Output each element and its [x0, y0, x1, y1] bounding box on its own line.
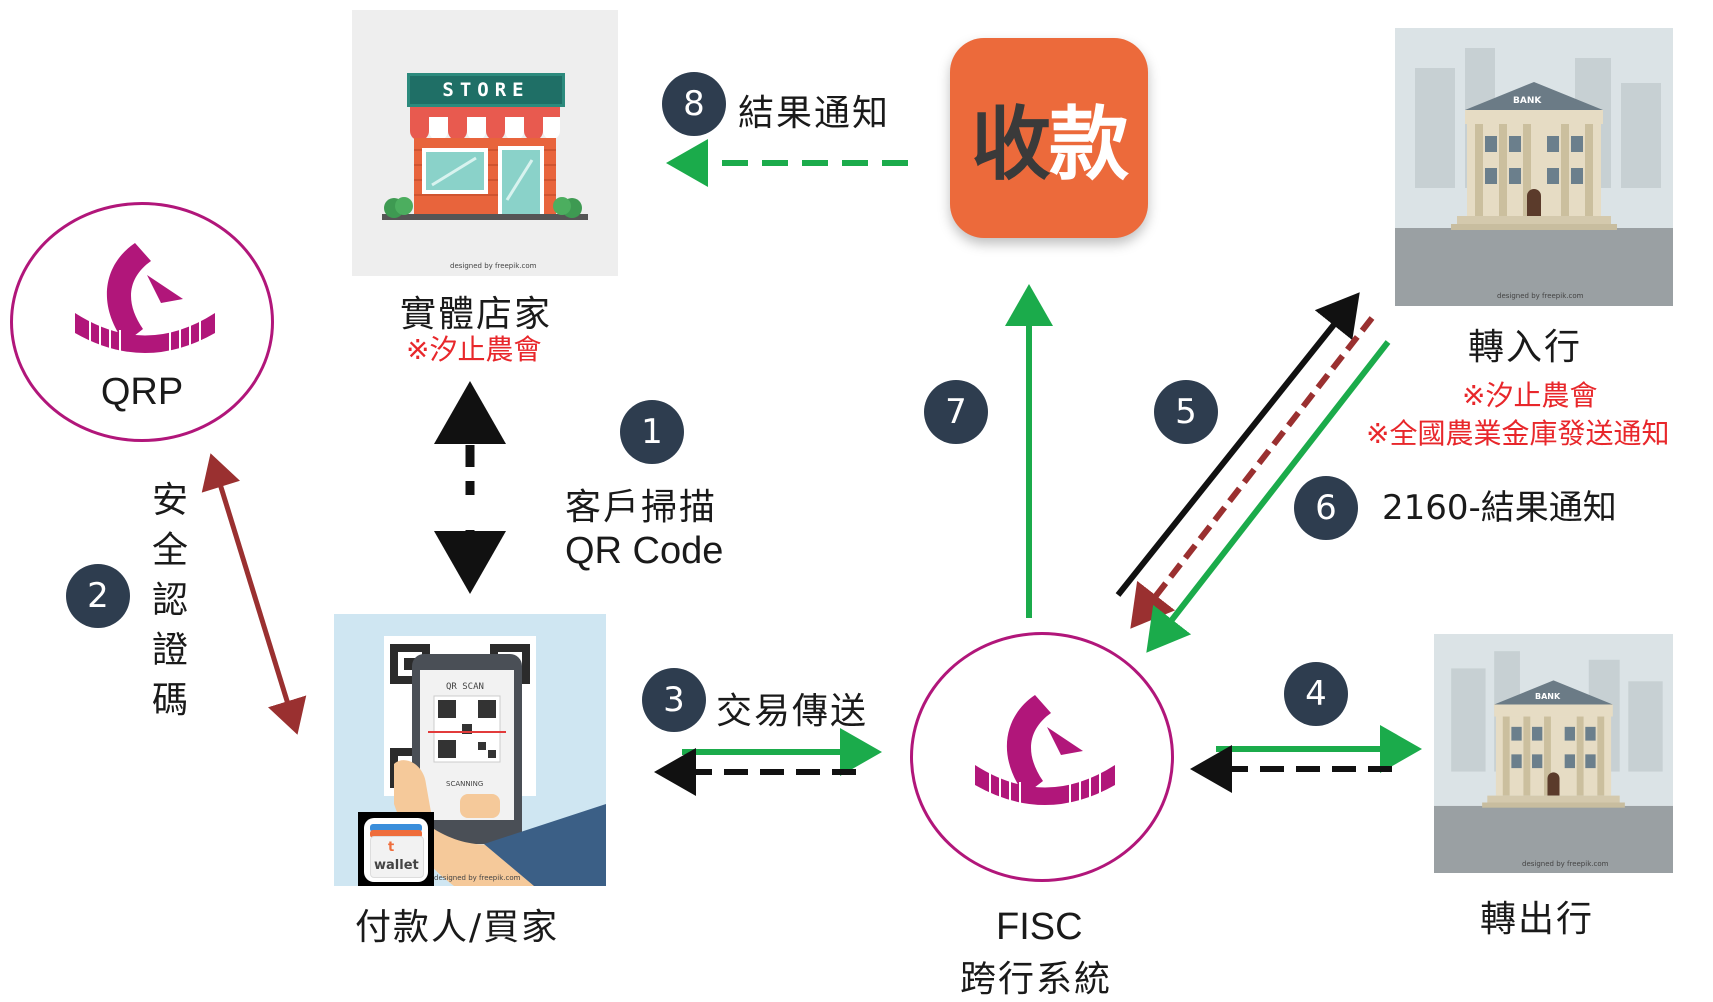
store-icon — [382, 73, 588, 220]
scanning-text: SCANNING — [446, 780, 484, 788]
bank-in-sign: BANK — [1513, 96, 1542, 106]
step-6-text: 2160-結果通知 — [1382, 488, 1617, 528]
bank-in-icon — [1395, 48, 1673, 306]
arrow-fisc-to-in-bank — [1115, 292, 1360, 597]
qrp-circle: QRP — [10, 202, 274, 442]
step-1-text2: QR Code — [565, 530, 724, 572]
phone-scan-icon — [384, 636, 606, 886]
step-badge-4: 4 — [1284, 662, 1348, 726]
step-badge-8: 8 — [662, 72, 726, 136]
qrp-label: QRP — [100, 371, 184, 413]
bank-in-illustration: BANK designed by freepik.com — [1395, 28, 1673, 306]
step-badge-1: 1 — [620, 400, 684, 464]
qr-scan-text: QR SCAN — [446, 682, 484, 692]
step-badge-6: 6 — [1294, 476, 1358, 540]
wallet-app-icon: t wallet — [358, 812, 434, 886]
bank-out-icon — [1434, 651, 1673, 873]
fisc-circle — [910, 632, 1174, 882]
step-1-text: 客戶掃描 — [565, 487, 718, 528]
step-badge-3: 3 — [642, 668, 706, 732]
security-code-label: 安 全 認 證 碼 — [151, 480, 188, 721]
fisc-subtitle: 跨行系統 — [960, 959, 1113, 1000]
bank-in-title: 轉入行 — [1468, 327, 1583, 368]
step-badge-7: 7 — [924, 380, 988, 444]
bank-in-note-1: ※汐止農會 — [1462, 379, 1598, 412]
fisc-logo-icon — [975, 695, 1115, 807]
fisc-title: FISC — [996, 906, 1083, 948]
bank-out-illustration: BANK designed by freepik.com — [1434, 634, 1673, 873]
step-3-text: 交易傳送 — [716, 691, 869, 732]
bank-in-note-2: ※全國農業金庫發送通知 — [1366, 417, 1670, 450]
bank-out-title: 轉出行 — [1480, 899, 1595, 940]
step-badge-2: 2 — [66, 564, 130, 628]
store-sign-text: STORE — [442, 79, 530, 101]
collect-app-label: 收款 — [971, 98, 1129, 191]
store-credit: designed by freepik.com — [450, 262, 537, 270]
store-title: 實體店家 — [400, 294, 553, 335]
collect-app-icon: 收款 — [950, 38, 1148, 238]
payer-title: 付款人/買家 — [355, 907, 560, 948]
arrow-in-bank-to-fisc — [1146, 340, 1391, 653]
step-8-text: 結果通知 — [738, 93, 891, 134]
bank-in-credit: designed by freepik.com — [1497, 292, 1584, 300]
arrow-in-bank-notice — [1130, 316, 1375, 629]
wallet-label: wallet — [374, 858, 419, 873]
payer-illustration: QR SCAN SCANNING designed by freepik.com… — [334, 614, 606, 886]
store-note: ※汐止農會 — [406, 333, 542, 366]
qrp-logo-icon — [75, 243, 215, 355]
arrow-security-code — [201, 453, 307, 735]
bank-out-sign: BANK — [1535, 692, 1561, 701]
step-badge-5: 5 — [1154, 380, 1218, 444]
payer-credit: designed by freepik.com — [434, 874, 521, 882]
bank-out-credit: designed by freepik.com — [1522, 860, 1609, 868]
store-illustration: STORE designed by freepik.com — [352, 10, 618, 276]
